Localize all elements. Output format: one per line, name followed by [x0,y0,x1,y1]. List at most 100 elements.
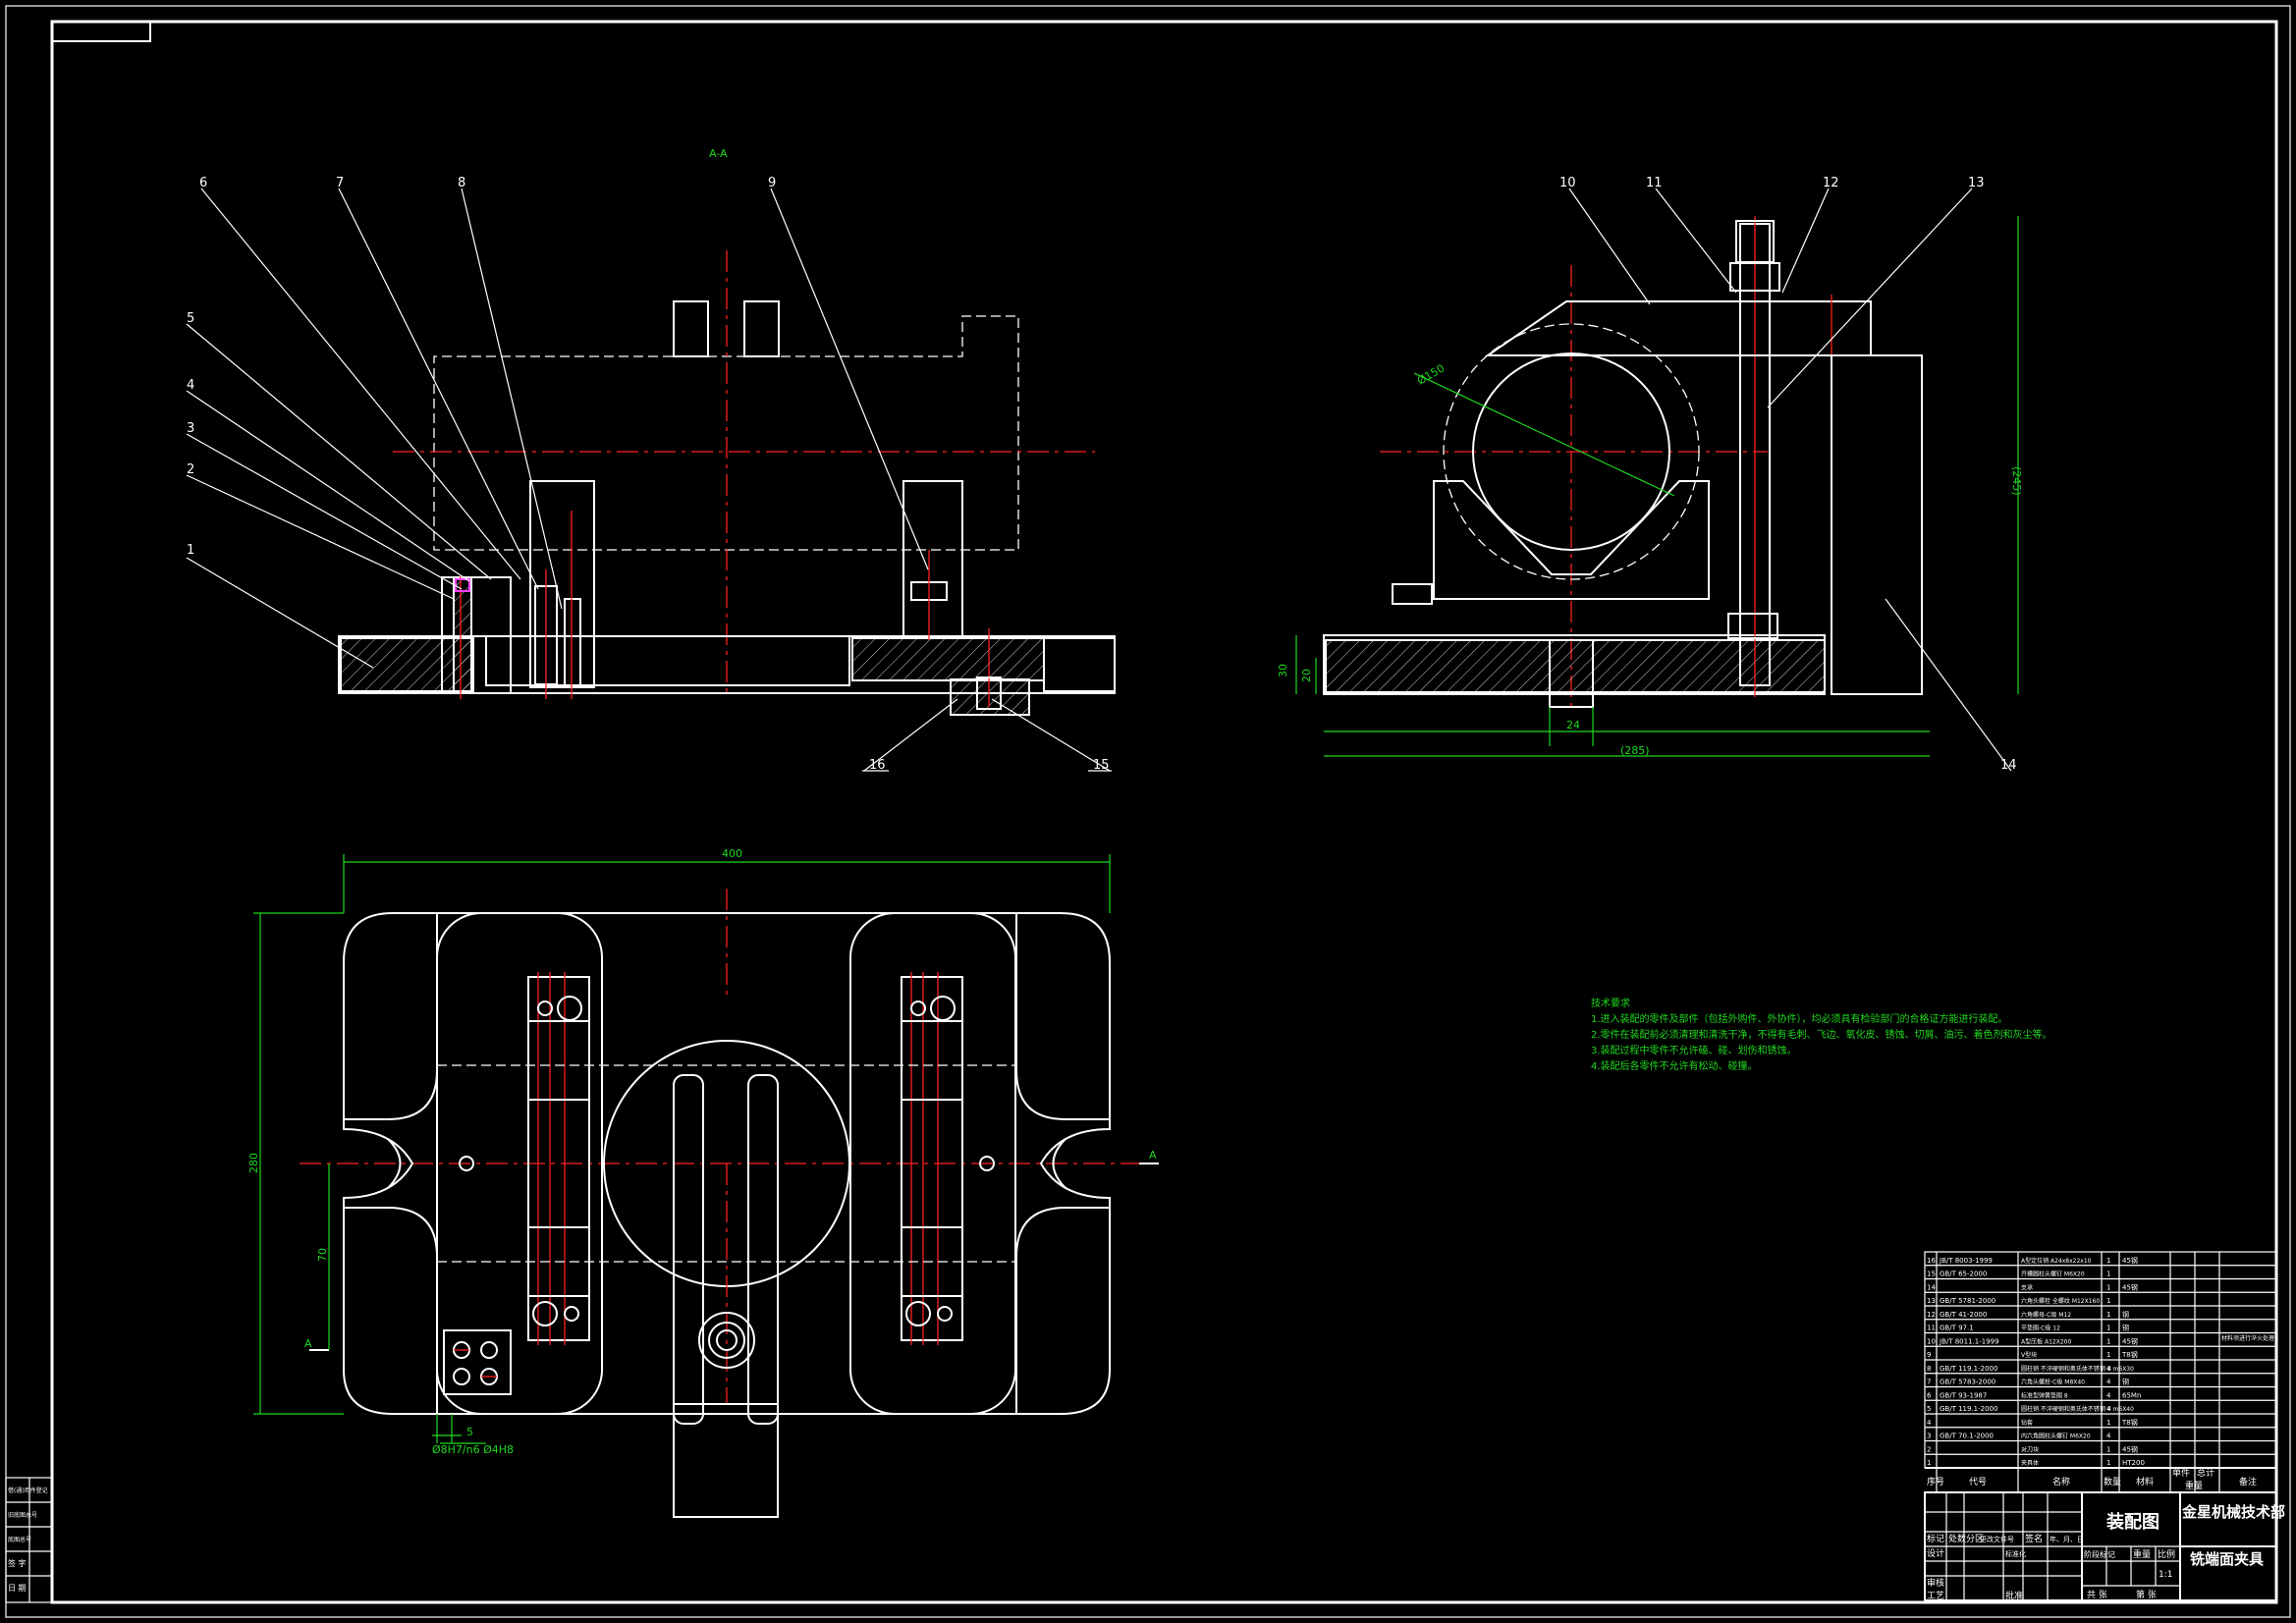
bom-remark-row10: 材料须进行淬火处理 [2221,1334,2274,1342]
bom-cell-qty: 1 [2106,1337,2110,1345]
bom-header-weight: 重量 [2185,1480,2203,1491]
bom-cell-qty: 4 [2106,1391,2111,1399]
bom-cell-no: 12 [1927,1311,1936,1319]
bom-header-total: 总计 [2197,1467,2214,1479]
bom-cell-mat: T8钢 [2121,1350,2138,1359]
bom-cell-name: 对刀块 [2021,1445,2039,1453]
bom-cell-no: 7 [1927,1379,1931,1386]
bom-cell-name: 六角头螺栓-C级 M8X40 [2021,1379,2085,1386]
bom-cell-mat: HT200 [2122,1459,2145,1467]
side-view: 24 (285) 30 20 (245) Ø150 10 11 12 13 14 [1277,176,2023,773]
title-product: 铣端面夹具 [2190,1550,2264,1568]
bom-cell-no: 10 [1927,1337,1936,1345]
balloon-9: 9 [768,176,776,190]
bom-header-remark: 备注 [2239,1476,2257,1488]
view-marker-left: A [304,1337,312,1350]
tech-note-3: 3.装配过程中零件不允许磕、碰、划伤和锈蚀。 [1591,1044,1797,1056]
side-strip-r1: 借(通)用件登记 [8,1487,48,1494]
bom-cell-name: 圆柱销 不淬硬钢和奥氏体不锈钢 4 m6X40 [2021,1405,2134,1413]
title-label-sheet-total: 共 张 [2087,1590,2107,1600]
dim-side-height: (245) [2010,466,2023,496]
bom-cell-qty: 1 [2106,1311,2110,1319]
bom-cell-mat: T8钢 [2121,1418,2138,1427]
bom-cell-qty: 1 [2106,1419,2110,1427]
title-label-mark: 标记 [1927,1533,1944,1544]
leaders-side [1568,188,2012,772]
bom-cell-qty: 4 [2106,1379,2111,1386]
title-label-approve: 批准 [2005,1590,2023,1601]
drawing-frame [5,5,2291,1618]
balloon-16: 16 [869,758,886,773]
bom-cell-code: GB/T 5783-2000 [1940,1379,1995,1386]
bom-cell-no: 3 [1927,1433,1931,1440]
leaders-front [186,188,1111,772]
bom-cell-mat: 钢 [2122,1310,2129,1319]
title-label-date: 年、月、日 [2050,1535,2084,1543]
balloon-4: 4 [187,378,194,393]
technical-requirements: 技术要求 1.进入装配的零件及部件（包括外购件、外协件），均必须具有检验部门的合… [1591,997,2052,1072]
tech-note-4: 4.装配后各零件不允许有松动、碰撞。 [1591,1059,1758,1072]
title-label-process: 工艺 [1927,1591,1944,1601]
balloon-1: 1 [187,543,194,558]
bom-header-no: 序号 [1927,1476,1944,1488]
bom-cell-no: 13 [1927,1297,1936,1305]
dim-side-width: (285) [1620,744,1650,757]
balloon-5: 5 [187,311,194,326]
title-label-weight: 重量 [2133,1548,2151,1560]
side-strip-r2: 旧底图总号 [8,1511,37,1519]
bom-cell-qty: 1 [2106,1283,2110,1291]
bom-cell-name: V型块 [2021,1351,2037,1359]
bom-cell-no: 15 [1927,1271,1936,1278]
title-drawing-name: 装配图 [2106,1511,2159,1533]
side-strip: 借(通)用件登记 旧底图总号 底图总号 签 字 日 期 [5,1477,53,1603]
bom-cell-name: A型压板 A12X200 [2021,1337,2071,1345]
bom-cell-no: 11 [1927,1325,1936,1332]
bom-cell-mat: 45钢 [2122,1256,2138,1265]
balloon-11: 11 [1646,176,1663,190]
dim-plan-offset: 70 [316,1248,329,1262]
title-label-zone: 分区 [1966,1534,1984,1544]
bom-header-mat: 材料 [2136,1476,2154,1488]
dim-slot-width: 24 [1566,719,1580,731]
bom-header-qty: 数量 [2104,1476,2121,1488]
dim-plan-height: 280 [247,1153,260,1173]
title-label-stage: 阶段标记 [2084,1549,2115,1559]
bom-cell-no: 1 [1927,1459,1931,1467]
tech-note-1: 1.进入装配的零件及部件（包括外购件、外协件），均必须具有检验部门的合格证方能进… [1591,1012,2008,1025]
bom-cell-mat: 钢 [2122,1378,2129,1386]
bom-cell-code: GB/T 119.1-2000 [1940,1405,1997,1413]
balloon-15: 15 [1093,758,1110,773]
bom-cell-mat: 钢 [2122,1324,2129,1332]
bom-cell-name: 圆柱销 不淬硬钢和奥氏体不锈钢 8 m6X30 [2021,1365,2134,1373]
bom-cell-mat: 65Mn [2122,1391,2141,1399]
bom-cell-code: GB/T 41-2000 [1940,1311,1987,1319]
bom-cell-qty: 1 [2106,1445,2110,1453]
bom-cell-code: GB/T 97.1 [1940,1325,1974,1332]
title-company: 金星机械技术部 [2181,1503,2285,1521]
bom-cell-no: 6 [1927,1391,1932,1399]
bom-cell-code: GB/T 5781-2000 [1940,1297,1995,1305]
bom-cell-no: 4 [1927,1419,1932,1427]
balloon-2: 2 [187,462,194,477]
bom-cell-name: 平垫圈-C级 12 [2021,1325,2060,1332]
bom-cell-name: 支承 [2021,1283,2033,1291]
bom-cell-qty: 1 [2106,1351,2110,1359]
side-view-dimensions [1295,216,2019,757]
bom-cell-qty: 1 [2106,1325,2110,1332]
tech-note-2: 2.零件在装配前必须清理和清洗干净，不得有毛刺、飞边、氧化皮、锈蚀、切屑、油污、… [1591,1028,2052,1041]
bom-cell-name: 六角头螺栓 全螺纹 M12X160 [2021,1297,2100,1305]
bom-cell-name: A型定位销 A24x8x22x10 [2021,1257,2092,1265]
balloon-14: 14 [2000,758,2017,773]
tech-notes-title: 技术要求 [1591,997,1630,1009]
balloon-7: 7 [336,176,344,190]
bom-cell-no: 16 [1927,1257,1936,1265]
dim-bottom-small: 5 [466,1426,473,1438]
balloon-8: 8 [458,176,465,190]
bom-header-code: 代号 [1969,1477,1987,1488]
view-marker-right: A [1149,1149,1157,1162]
bom-header-name: 名称 [2052,1476,2070,1488]
title-scale: 1:1 [2159,1570,2172,1580]
